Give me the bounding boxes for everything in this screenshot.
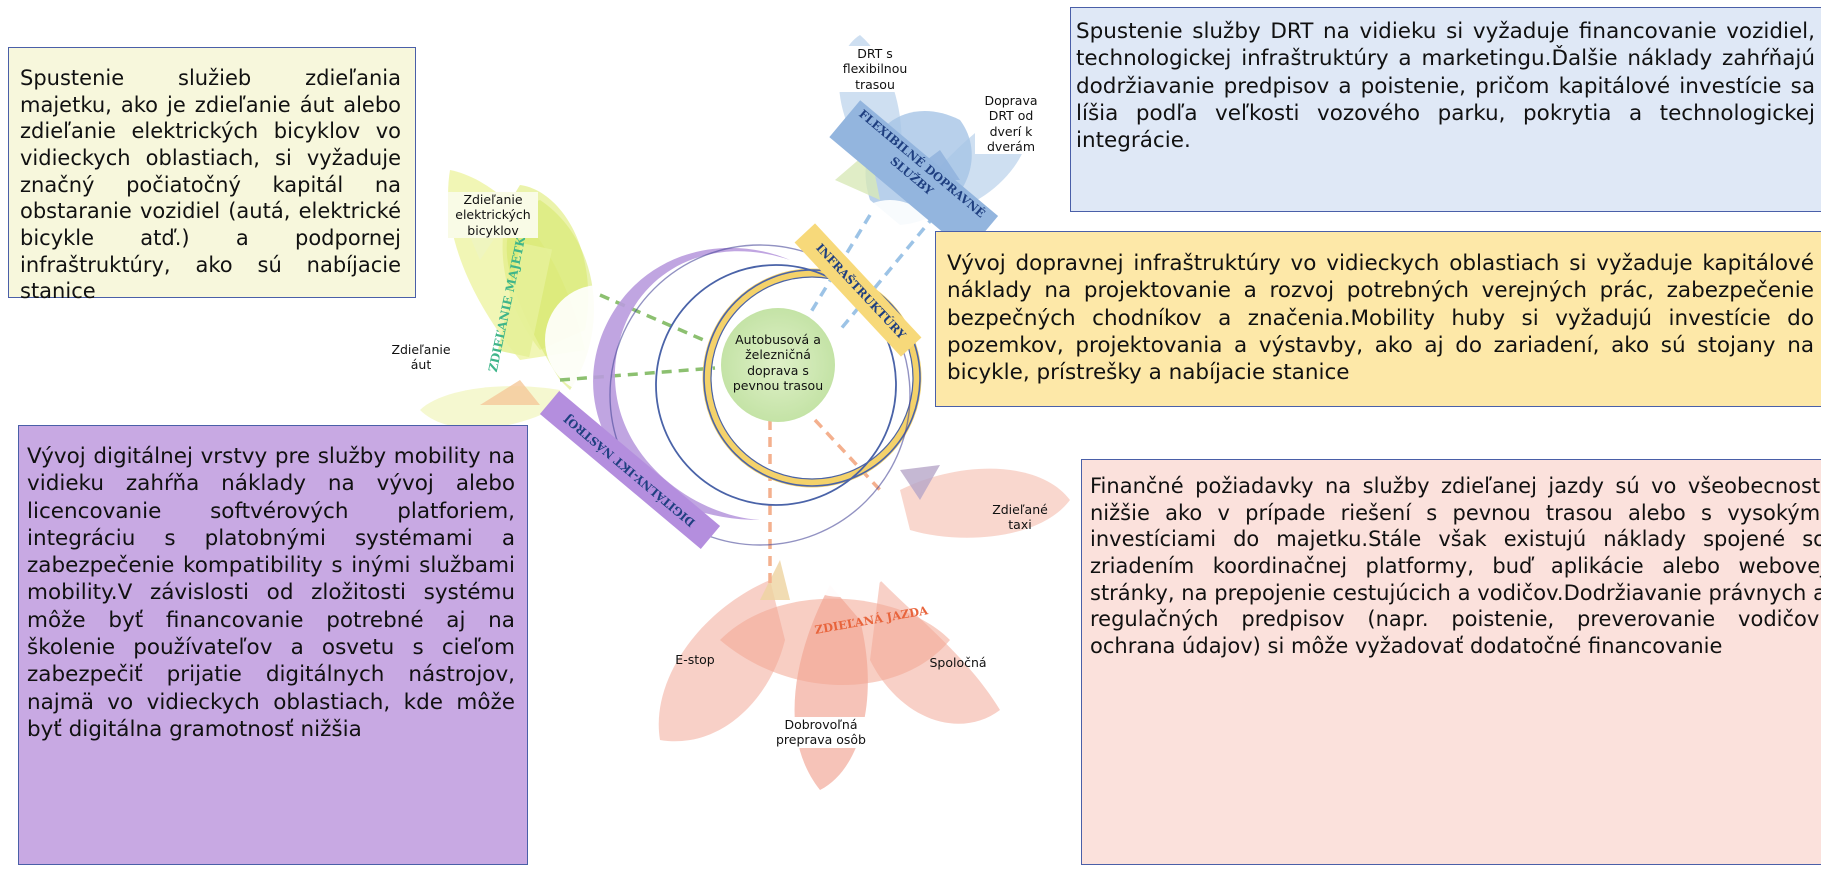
- digital-label-band: DIGITÁLNY-IKT NÁSTROJ: [539, 391, 721, 549]
- leaf-e-stop: E-stop: [675, 652, 715, 667]
- leaf-volunteer-transport: Dobrovoľná preprava osôb: [776, 717, 866, 748]
- asset-sharing-description: Spustenie služieb zdieľania majetku, ako…: [8, 47, 416, 303]
- center-circle: [721, 308, 835, 422]
- leaf-shared-taxi: Zdieľané taxi: [992, 502, 1048, 533]
- leaf-car-sharing: Zdieľanie áut: [391, 342, 451, 373]
- digital-tools-description: Vývoj digitálnej vrstvy pre služby mobil…: [18, 425, 528, 865]
- leaf-ebike-sharing: Zdieľanie elektrických bicyklov: [448, 192, 538, 238]
- infrastructure-description: Vývoj dopravnej infraštruktúry vo vidiec…: [935, 231, 1821, 407]
- drt-description: Spustenie služby DRT na vidieku si vyžad…: [1070, 7, 1821, 212]
- leaf-drt-flexible-route: DRT s flexibilnou trasou: [836, 46, 914, 92]
- digital-ring: [593, 244, 911, 546]
- center-label: Autobusová a železničná doprava s pevnou…: [732, 332, 824, 393]
- leaf-joint: Spoločná: [929, 655, 987, 670]
- leaf-drt-door-to-door: Doprava DRT od dverí k dverám: [975, 93, 1047, 154]
- digital-segment-label: DIGITÁLNY-IKT NÁSTROJ: [561, 412, 698, 530]
- shared-ride-description: Finančné požiadavky na služby zdieľanej …: [1081, 459, 1821, 865]
- ride-petals: [658, 465, 1070, 790]
